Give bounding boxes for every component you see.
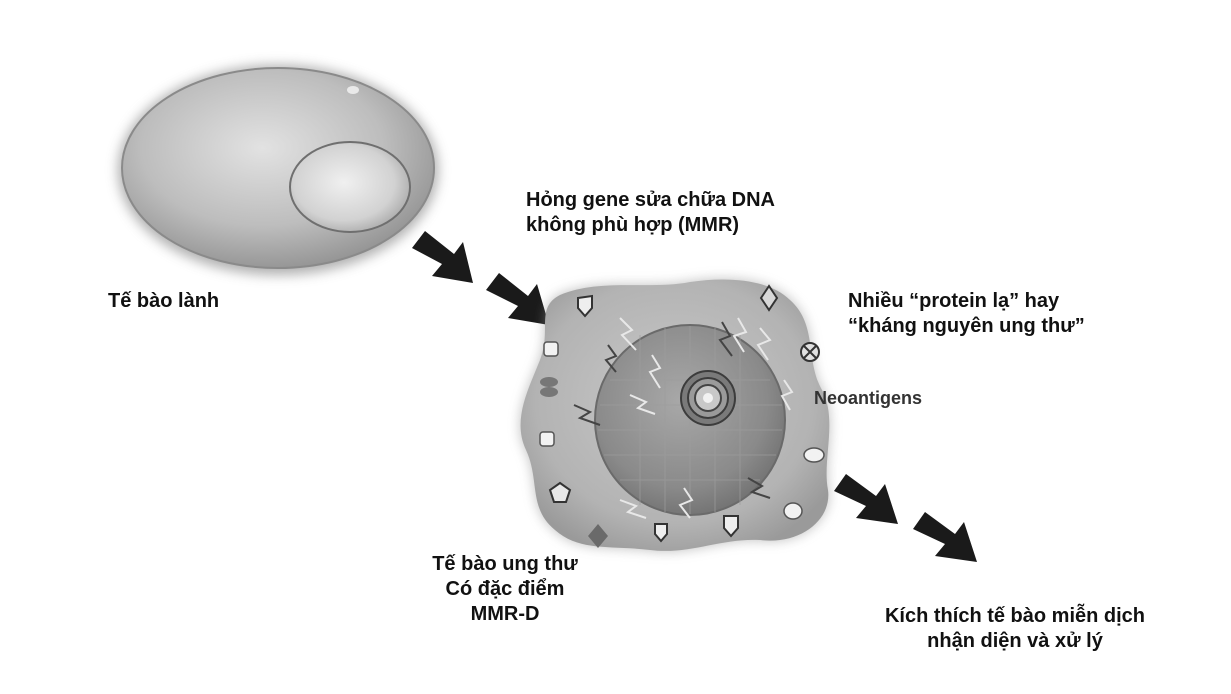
healthy-cell-label: Tế bào lành xyxy=(108,290,220,312)
neoantigens-label: Neoantigens xyxy=(814,388,923,408)
healthy-cell xyxy=(118,65,438,275)
cancer-cell-line-3: MMR-D xyxy=(470,603,540,625)
bolt-icon xyxy=(573,321,771,499)
cancer-cell xyxy=(520,279,830,551)
foreign-protein-label: Nhiều “protein lạ” hay “kháng nguyên ung… xyxy=(848,289,1085,339)
circle-x-icon xyxy=(800,342,820,362)
shield-icon xyxy=(783,502,803,520)
mmr-damage-line-2: không phù hợp (MMR) xyxy=(526,214,740,236)
bolt-icon xyxy=(619,317,794,519)
mmr-damage-label: Hỏng gene sửa chữa DNA không phù hợp (MM… xyxy=(526,188,775,238)
shield-icon xyxy=(539,431,555,447)
cancer-cell-line-1: Tế bào ung thư xyxy=(432,553,578,575)
immune-line-1: Kích thích tế bào miễn dịch xyxy=(884,605,1146,627)
shield-icon xyxy=(803,447,825,463)
cancer-cell-label: Tế bào ung thư Có đặc điểm MMR-D xyxy=(405,552,605,627)
pentagon-icon xyxy=(548,481,572,503)
shield-icon xyxy=(654,523,668,543)
nucleolus xyxy=(680,370,736,426)
foreign-protein-line-2: “kháng nguyên ung thư” xyxy=(848,315,1085,337)
cancer-cell-line-2: Có đặc điểm xyxy=(445,578,565,600)
immune-line-2: nhận diện và xử lý xyxy=(927,630,1103,652)
shield-icon xyxy=(577,294,593,318)
diamond-icon xyxy=(759,284,779,312)
shield-icon xyxy=(723,515,739,538)
diamond-icon xyxy=(588,524,608,548)
healthy-nucleus xyxy=(289,141,411,233)
shield-icon xyxy=(543,341,559,357)
arrow-healthy-to-cancer xyxy=(412,231,549,325)
immune-label: Kích thích tế bào miễn dịch nhận diện và… xyxy=(860,604,1170,654)
shield-icon xyxy=(540,377,558,397)
foreign-protein-line-1: Nhiều “protein lạ” hay xyxy=(848,290,1060,312)
arrow-cancer-to-immune xyxy=(834,474,977,562)
mmr-damage-line-1: Hỏng gene sửa chữa DNA xyxy=(526,189,776,211)
